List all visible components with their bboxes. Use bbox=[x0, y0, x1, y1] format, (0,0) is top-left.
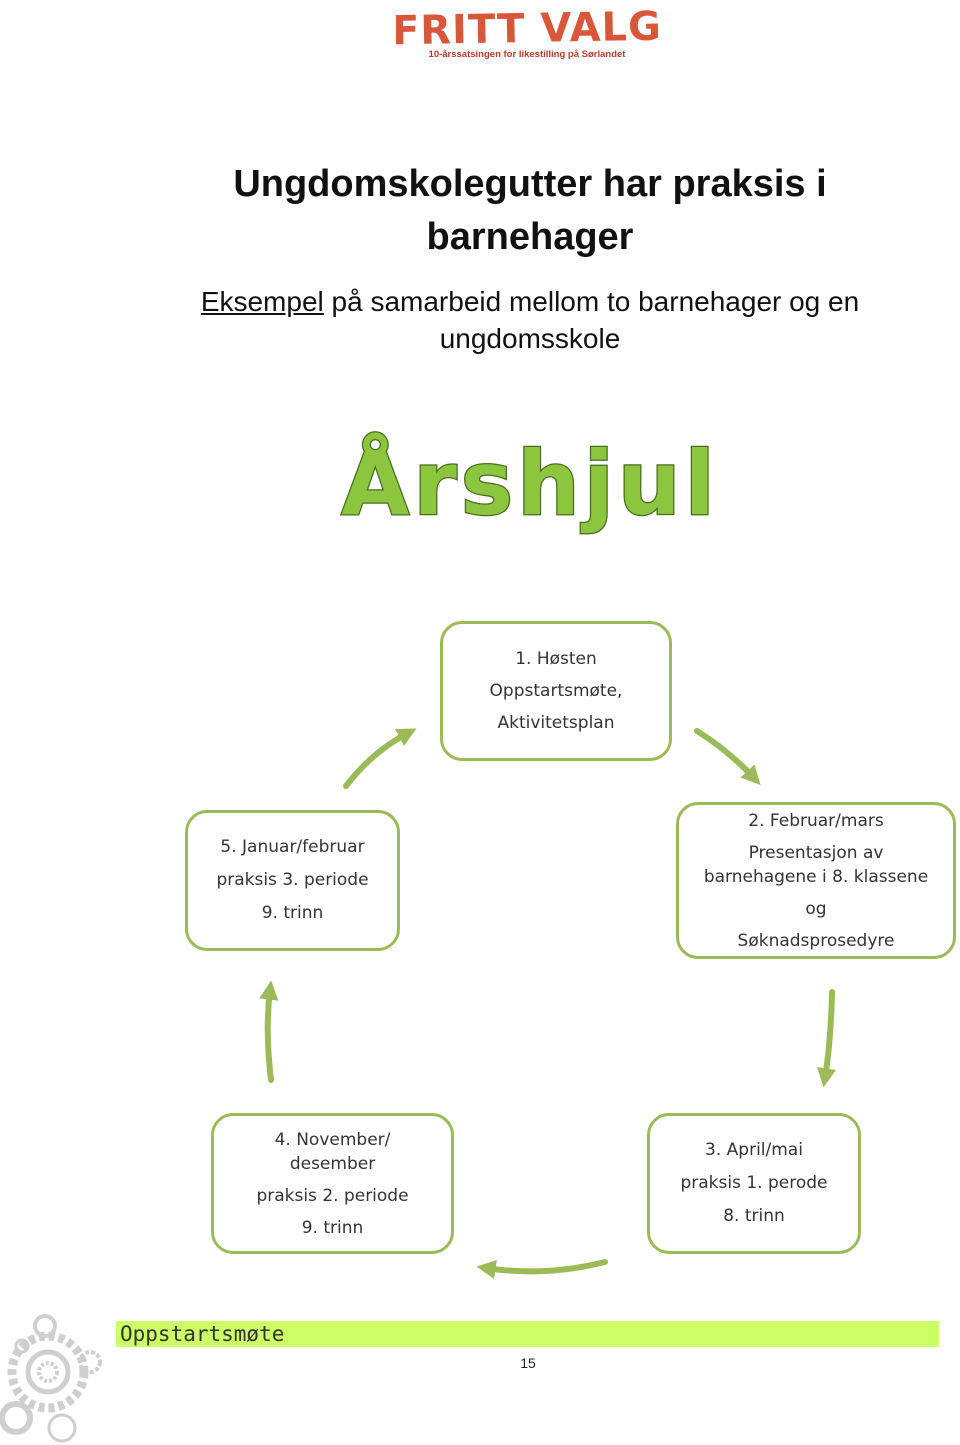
section-label: Oppstartsmøte bbox=[120, 1322, 285, 1346]
arrow-icon bbox=[694, 728, 761, 786]
page-title: Ungdomskolegutter har praksis i barnehag… bbox=[233, 163, 827, 258]
step-1-line: 1. Høsten bbox=[515, 649, 597, 669]
cycle-step-5: 5. Januar/februar praksis 3. periode 9. … bbox=[185, 810, 400, 951]
wheel-heading-text: Årshjul bbox=[341, 432, 719, 535]
cycle-step-1: 1. Høsten Oppstartsmøte, Aktivitetsplan bbox=[440, 621, 672, 761]
page-subtitle: Eksempel på samarbeid mellom to barnehag… bbox=[150, 283, 910, 357]
step-2-line: og bbox=[805, 898, 827, 919]
step-2-line: barnehagene i 8. klassene bbox=[703, 866, 929, 887]
decorative-circles-icon bbox=[0, 1314, 102, 1443]
step-3-line: 8. trinn bbox=[723, 1206, 785, 1226]
wheel-heading-graphic: Årshjul bbox=[340, 431, 719, 537]
logo-tagline: 10-årssatsingen for likestilling på Sørl… bbox=[429, 49, 627, 60]
arrow-icon bbox=[476, 1259, 608, 1279]
step-5-line: 5. Januar/februar bbox=[220, 837, 365, 857]
step-2-line: Søknadsprosedyre bbox=[737, 930, 895, 951]
step-2-line: Presentasjon av bbox=[748, 842, 884, 863]
fritt-valg-logo: FRITT VALG 10-årssatsingen for likestill… bbox=[396, 4, 658, 62]
step-3-line: praksis 1. perode bbox=[680, 1173, 828, 1193]
step-1-line: Oppstartsmøte, bbox=[489, 681, 623, 701]
arrow-icon bbox=[259, 980, 279, 1083]
cycle-step-2: 2. Februar/mars Presentasjon av barnehag… bbox=[676, 802, 956, 959]
step-4-line: 9. trinn bbox=[301, 1217, 364, 1238]
step-1-line: Aktivitetsplan bbox=[497, 713, 615, 733]
subtitle-rest: på samarbeid mellom to barnehager og en … bbox=[323, 286, 860, 354]
step-4-line: praksis 2. periode bbox=[256, 1185, 409, 1206]
step-2-line: 2. Februar/mars bbox=[748, 810, 884, 831]
arrow-icon bbox=[817, 989, 836, 1088]
arrow-icon bbox=[343, 728, 417, 789]
cycle-step-3: 3. April/mai praksis 1. perode 8. trinn bbox=[647, 1113, 861, 1254]
step-4-line: desember bbox=[289, 1153, 376, 1174]
cycle-step-4: 4. November/ desember praksis 2. periode… bbox=[211, 1113, 454, 1254]
fritt-valg-logo-graphic: FRITT VALG 10-årssatsingen for likestill… bbox=[396, 4, 658, 60]
page-number: 15 bbox=[520, 1355, 536, 1371]
wheel-heading: Årshjul bbox=[340, 420, 720, 540]
step-3-line: 3. April/mai bbox=[705, 1140, 803, 1160]
step-5-line: 9. trinn bbox=[261, 903, 324, 923]
logo-text: FRITT VALG bbox=[396, 4, 658, 54]
subtitle-underlined-word: Eksempel bbox=[200, 286, 324, 317]
section-highlight-bar bbox=[116, 1321, 939, 1347]
step-5-line: praksis 3. periode bbox=[216, 870, 369, 890]
step-4-line: 4. November/ bbox=[274, 1129, 391, 1150]
